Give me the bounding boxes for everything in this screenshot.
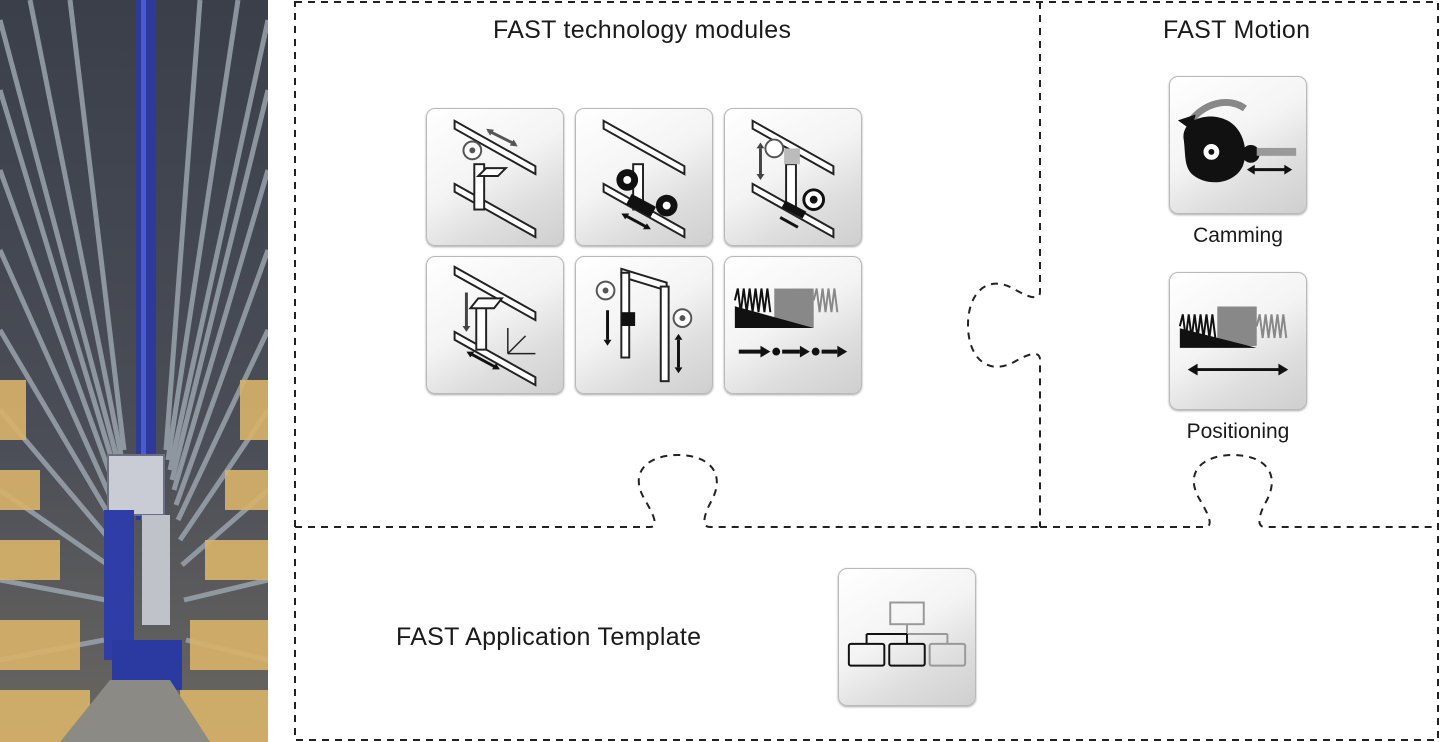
application-template-tile[interactable] (838, 568, 976, 706)
gantry-axis-icon (602, 119, 686, 239)
gantry-axis-tile[interactable] (575, 108, 713, 246)
positioning-sequence-icon (733, 288, 848, 358)
positioning-sequence-tile[interactable] (724, 256, 862, 394)
technology-modules-title: FAST technology modules (493, 16, 792, 44)
linear-axis-tile[interactable] (426, 108, 564, 246)
linear-axis-icon (453, 119, 537, 239)
twin-lift-tile[interactable] (575, 256, 713, 394)
positioning-tile[interactable] (1169, 272, 1307, 410)
warehouse-photo (0, 0, 268, 742)
lift-axis-tile[interactable] (724, 108, 862, 246)
lift-axis-icon (751, 119, 835, 239)
camming-label: Camming (1193, 224, 1283, 247)
xyz-axis-tile[interactable] (426, 256, 564, 394)
warehouse-stacker-photo (0, 0, 268, 742)
horizontal-divider-left (295, 453, 1040, 528)
positioning-label: Positioning (1186, 420, 1290, 443)
xyz-axis-icon (453, 265, 537, 387)
twin-lift-icon (595, 267, 693, 383)
camming-icon (1177, 99, 1297, 183)
application-template-title: FAST Application Template (396, 623, 702, 651)
horizontal-divider-right (1040, 453, 1438, 528)
motion-title: FAST Motion (1163, 16, 1311, 44)
camming-tile[interactable] (1169, 76, 1307, 214)
positioning-icon (1178, 306, 1289, 376)
vertical-divider (966, 2, 1041, 527)
hierarchy-icon (847, 601, 967, 667)
